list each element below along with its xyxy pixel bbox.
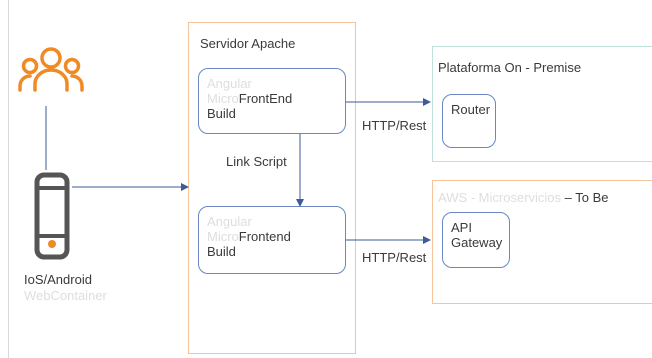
aws-title: AWS - Microservicios – To Be <box>438 190 609 205</box>
device-sublabel: WebContainer <box>24 288 107 303</box>
onprem-title: Plataforma On - Premise <box>438 60 582 75</box>
aws-microservices-container <box>432 180 652 304</box>
microfrontend-build-box-1: Angular MicroFrontEnd Build <box>198 68 346 134</box>
left-divider <box>8 0 9 358</box>
apache-title: Servidor Apache <box>200 36 296 51</box>
onprem-platform-container <box>432 46 652 162</box>
http-rest-label-aws: HTTP/Rest <box>362 250 427 265</box>
link-script-label: Link Script <box>226 154 287 169</box>
api-gateway-box: API Gateway <box>442 212 510 268</box>
mobile-phone-icon <box>34 172 70 260</box>
http-rest-label-onprem: HTTP/Rest <box>362 118 427 133</box>
users-icon <box>18 47 84 92</box>
microfrontend-build-box-2: Angular MicroFrontend Build <box>198 206 346 274</box>
device-label: IoS/Android <box>24 272 92 287</box>
router-box: Router <box>442 94 496 148</box>
